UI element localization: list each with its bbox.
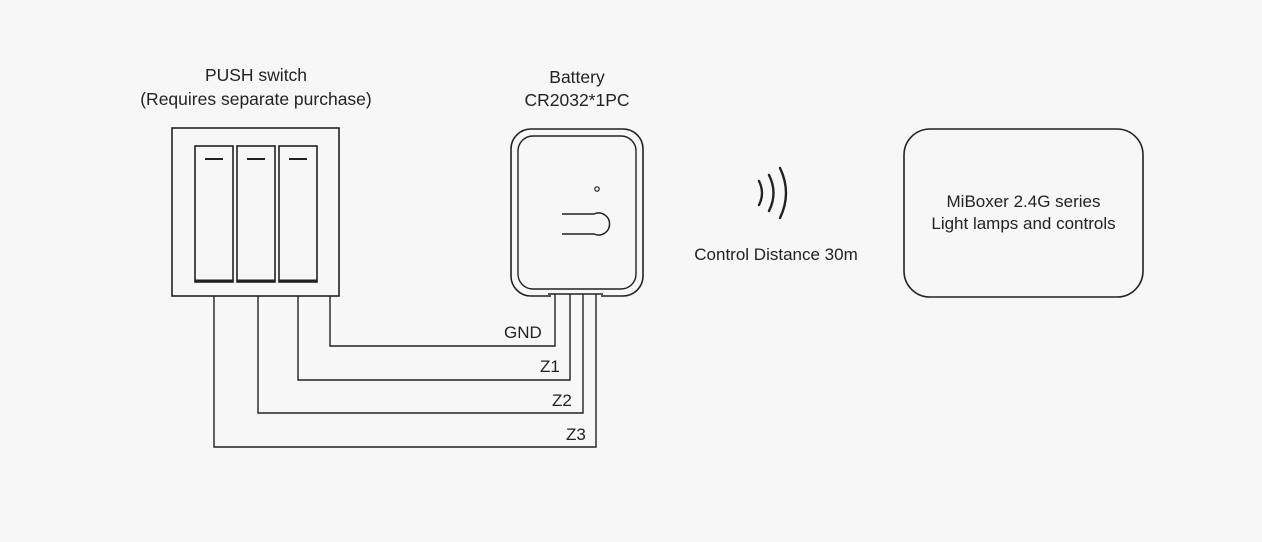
switch-subtitle: (Requires separate purchase): [140, 89, 372, 109]
battery-module: [510, 128, 644, 298]
switch-key-3: [278, 145, 318, 283]
wire-z3: [213, 294, 597, 448]
wire-gnd: [329, 294, 556, 347]
button-icon: [562, 212, 611, 236]
module-outer: [510, 128, 644, 297]
wire-z2: [257, 294, 584, 414]
indicator-dot: [594, 186, 600, 192]
push-switch: [171, 127, 340, 297]
switch-plate: [171, 127, 340, 297]
receiver-line-2: Light lamps and controls: [931, 214, 1116, 233]
wire-z1: [297, 294, 571, 381]
miboxer-box: [903, 128, 1144, 298]
receiver-line-1: MiBoxer 2.4G series: [946, 192, 1101, 211]
wire-label-gnd: GND: [504, 323, 542, 342]
module-inner: [517, 135, 637, 290]
wire-label-z3: Z3: [566, 425, 586, 444]
control-distance-label: Control Distance 30m: [694, 245, 858, 264]
switch-key-2: [236, 145, 276, 283]
battery-title: Battery: [549, 67, 605, 87]
wireless-signal-icon: [757, 166, 788, 220]
wire-label-z2: Z2: [552, 391, 572, 410]
switch-key-1: [194, 145, 234, 283]
wire-label-z1: Z1: [540, 357, 560, 376]
switch-title: PUSH switch: [204, 65, 308, 85]
wires: [213, 293, 603, 448]
terminal-block: [551, 292, 601, 298]
battery-subtitle: CR2032*1PC: [524, 90, 630, 110]
